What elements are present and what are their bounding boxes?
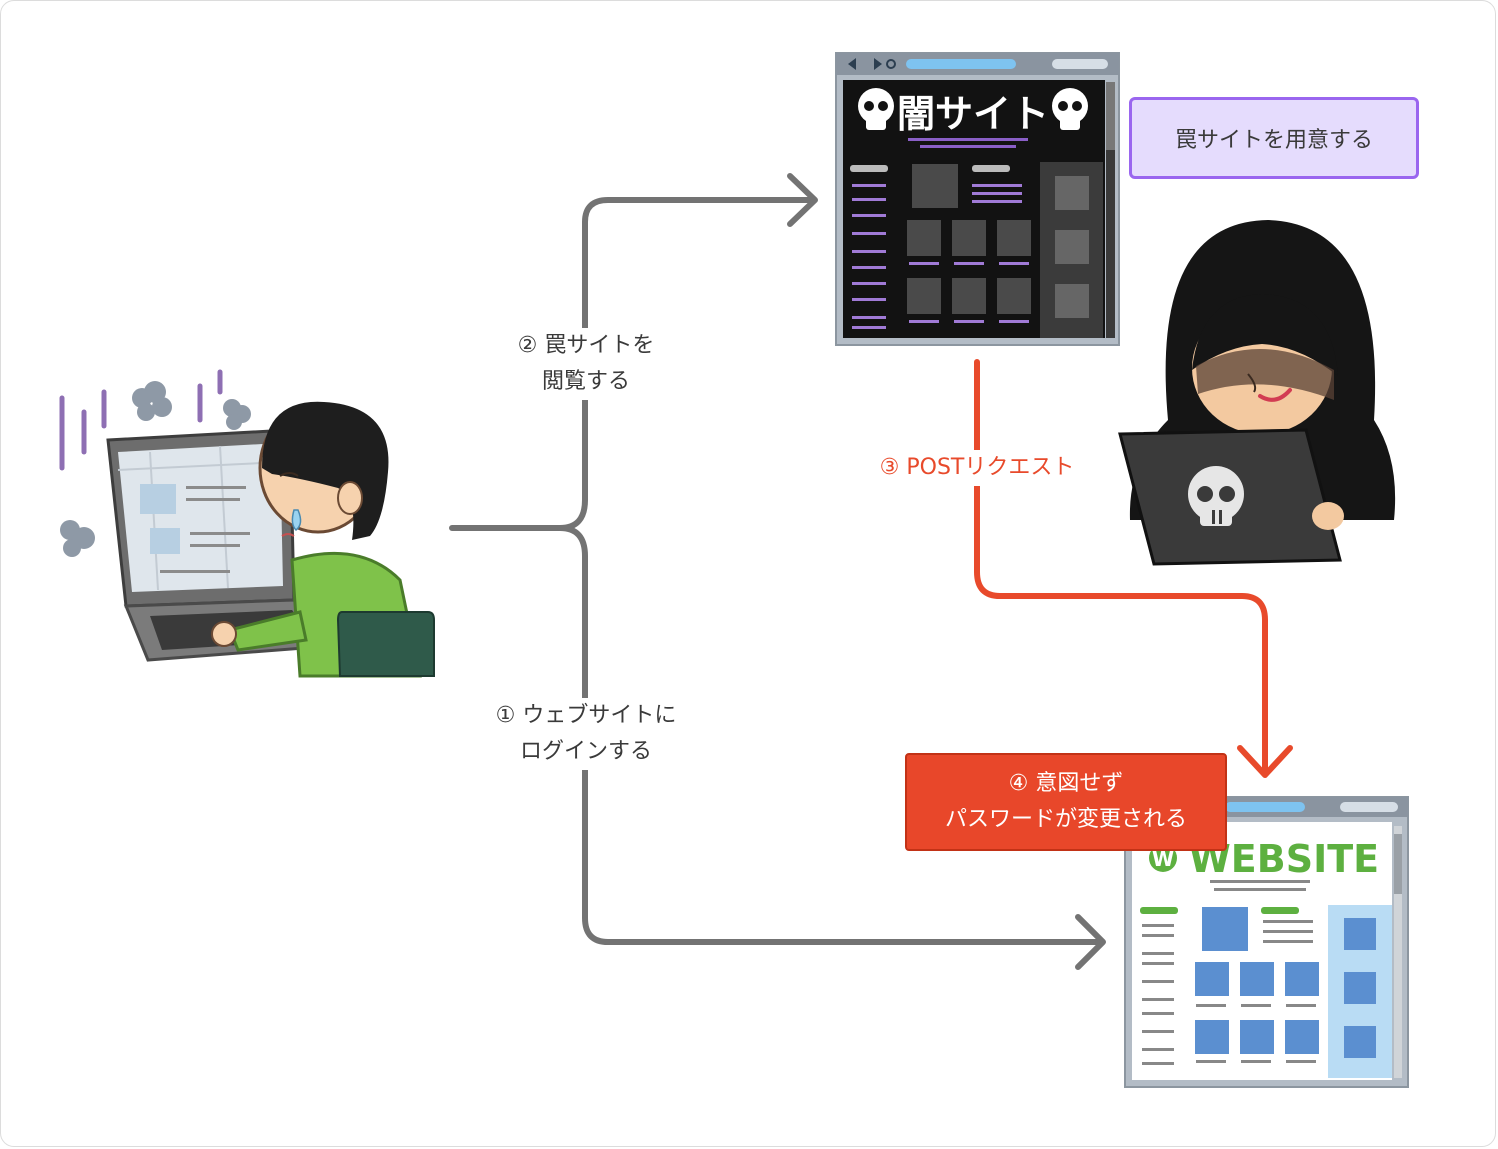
attack-lines	[974, 359, 1293, 778]
step3-text: ③ POSTリクエスト	[879, 455, 1075, 480]
skull-icon	[1052, 88, 1088, 130]
website-logo-badge	[1149, 844, 1177, 872]
step2-line1: ② 罠サイトを	[517, 333, 655, 358]
step2-line2: 閲覧する	[541, 369, 630, 394]
hooded-hacker-icon	[1118, 220, 1396, 566]
step4-alert-box: ④ 意図せず パスワードが変更される	[905, 753, 1227, 851]
trap-site-title: 闇サイト	[897, 92, 1049, 136]
step1-line2: ログインする	[519, 739, 652, 764]
step2-label: ② 罠サイトを 閲覧する	[498, 328, 674, 400]
prepare-trap-note-text: 罠サイトを用意する	[1174, 128, 1373, 153]
user-at-laptop-icon	[59, 369, 435, 678]
step4-line1: ④ 意図せず	[1008, 771, 1124, 796]
step4-line2: パスワードが変更される	[944, 807, 1187, 832]
arrowhead-trap-site	[787, 173, 818, 227]
arrowhead-website	[1075, 914, 1106, 970]
prepare-trap-note: 罠サイトを用意する	[1129, 97, 1419, 179]
skull-icon	[858, 88, 894, 130]
connector-to-website	[557, 525, 1103, 945]
step1-line1: ① ウェブサイトに	[495, 703, 677, 728]
skull-icon	[1188, 466, 1244, 526]
attack-post-line	[974, 359, 1268, 773]
trap-site-window: 闇サイト	[835, 52, 1120, 346]
step3-label: ③ POSTリクエスト	[862, 450, 1092, 486]
svg-text:W: W	[1152, 847, 1174, 871]
step1-label: ① ウェブサイトに ログインする	[474, 698, 698, 770]
attack-arrowhead	[1237, 745, 1293, 778]
